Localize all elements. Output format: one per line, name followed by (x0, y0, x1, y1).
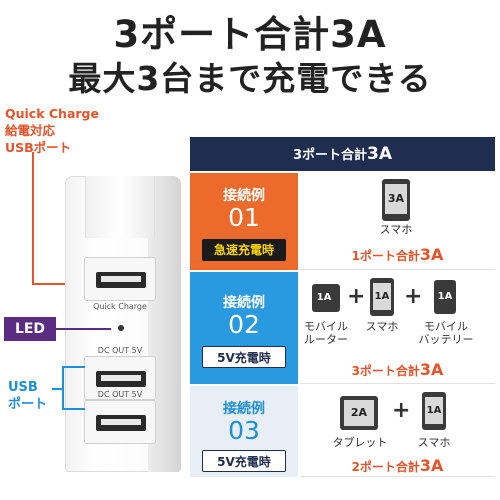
quick-charge-callout-line3: USBポート (5, 140, 72, 155)
led-leader-line (56, 328, 111, 330)
usb-port-dc-out-2 (84, 400, 156, 444)
headline-line2: 最大3台まで充電できる (68, 59, 432, 98)
mobile-battery-icon: 1A (434, 280, 456, 314)
row-01-number: 01 (228, 203, 260, 232)
quick-charge-leader-vertical (32, 152, 34, 285)
row-03-label-cell: 接続例 03 5V充電時 (190, 386, 298, 477)
row-03-total-value: 3A (419, 456, 444, 475)
usb-ports-callout-line1: USB (8, 380, 38, 395)
row-01-badge: 急速充電時 (202, 239, 286, 261)
row-02-number: 02 (228, 310, 260, 339)
row-02-badge: 5V充電時 (202, 346, 286, 368)
charger-plug-housing (85, 176, 155, 238)
row-01-total-prefix: 1ポート合計 (351, 249, 420, 263)
row-03-label: 接続例 (223, 401, 265, 417)
row-01-device-1-label: 3A (385, 184, 407, 214)
row-02-device-3-caption: モバイル バッテリー (418, 320, 474, 346)
headline-line1: 3ポート合計3A (113, 13, 387, 56)
quick-charge-callout-line2: 給電対応 (5, 123, 56, 138)
row-02-total: 3ポート合計3A (300, 360, 495, 379)
quick-charge-callout: Quick Charge 給電対応 USBポート (5, 105, 99, 156)
table-header: 3ポート合計3A (190, 137, 495, 171)
row-03-device-2-label: 1A (425, 397, 443, 424)
usb-ports-callout: USB ポート (8, 379, 47, 413)
tablet-icon: 2A (340, 396, 378, 430)
table-row-01: 接続例 01 急速充電時 3A スマホ 1ポート合計3A (190, 173, 495, 270)
plus-sign: + (347, 284, 366, 309)
row-02-total-prefix: 3ポート合計 (351, 364, 420, 378)
led-callout: LED (4, 317, 56, 341)
led-indicator (118, 325, 124, 331)
row-03-devices-cell: 2A + 1A タブレット スマホ 2ポート合計3A (300, 386, 495, 477)
usb-port-quick-charge (84, 257, 156, 301)
row-02-label-cell: 接続例 02 5V充電時 (190, 272, 298, 384)
table-row-02: 接続例 02 5V充電時 1A + 1A + 1A モバイル ルーター スマホ … (190, 272, 495, 384)
row-01-label: 接続例 (223, 188, 265, 204)
table-row-03: 接続例 03 5V充電時 2A + 1A タブレット スマホ 2ポート合計3A (190, 386, 495, 477)
row-01-total: 1ポート合計3A (300, 245, 495, 264)
row-02-total-value: 3A (419, 360, 444, 379)
smartphone-icon: 1A (422, 392, 446, 430)
plus-sign: + (404, 284, 423, 309)
row-03-number: 03 (228, 416, 260, 445)
row-02-label: 接続例 (223, 295, 265, 311)
row-02-device-3-label: 1A (436, 286, 454, 308)
row-03-device-2-caption: スマホ (417, 436, 451, 449)
smartphone-icon: 3A (382, 179, 410, 221)
port-caption-quick-charge: Quick Charge (93, 302, 147, 311)
table-header-prefix: 3ポート合計 (292, 148, 368, 163)
usb-port-dc-out-1 (84, 356, 156, 400)
row-01-devices-cell: 3A スマホ 1ポート合計3A (300, 173, 495, 270)
plus-sign: + (392, 398, 411, 423)
port-caption-dc-out-2: DC OUT 5V (97, 390, 143, 399)
row-01-device-1-caption: スマホ (379, 223, 413, 236)
usb-port-slot (96, 415, 146, 431)
row-02-devices-cell: 1A + 1A + 1A モバイル ルーター スマホ モバイル バッテリー 3ポ… (300, 272, 495, 384)
smartphone-icon: 1A (370, 278, 394, 316)
row-03-device-1-label: 2A (344, 400, 374, 426)
usb-leader-tick-top (77, 366, 85, 368)
row-01-label-cell: 接続例 01 急速充電時 (190, 173, 298, 270)
usb-port-slot (96, 371, 146, 387)
usb-leader-stem (52, 388, 62, 390)
row-01-total-value: 3A (419, 245, 444, 264)
row-02-device-1-caption: モバイル ルーター (304, 320, 348, 346)
row-03-device-1-caption: タブレット (332, 436, 388, 449)
usb-leader-brace (62, 366, 78, 410)
row-03-total: 2ポート合計3A (300, 456, 495, 475)
port-caption-dc-out-1: DC OUT 5V (97, 346, 143, 355)
connection-table: 3ポート合計3A 接続例 01 急速充電時 3A スマホ 1ポート合計3A 接続… (190, 137, 495, 477)
usb-ports-callout-line2: ポート (8, 397, 48, 412)
row-02-device-2-label: 1A (373, 283, 391, 310)
row-03-total-prefix: 2ポート合計 (351, 460, 420, 474)
quick-charge-callout-line1: Quick Charge (5, 106, 99, 121)
mobile-router-icon: 1A (312, 284, 340, 312)
row-02-device-1-label: 1A (315, 288, 333, 308)
usb-leader-tick-bottom (77, 408, 85, 410)
quick-charge-leader-horizontal (32, 283, 82, 285)
table-header-value: 3A (367, 144, 393, 164)
row-02-device-2-caption: スマホ (365, 320, 399, 333)
row-03-badge: 5V充電時 (202, 450, 286, 472)
usb-port-slot (96, 272, 146, 288)
